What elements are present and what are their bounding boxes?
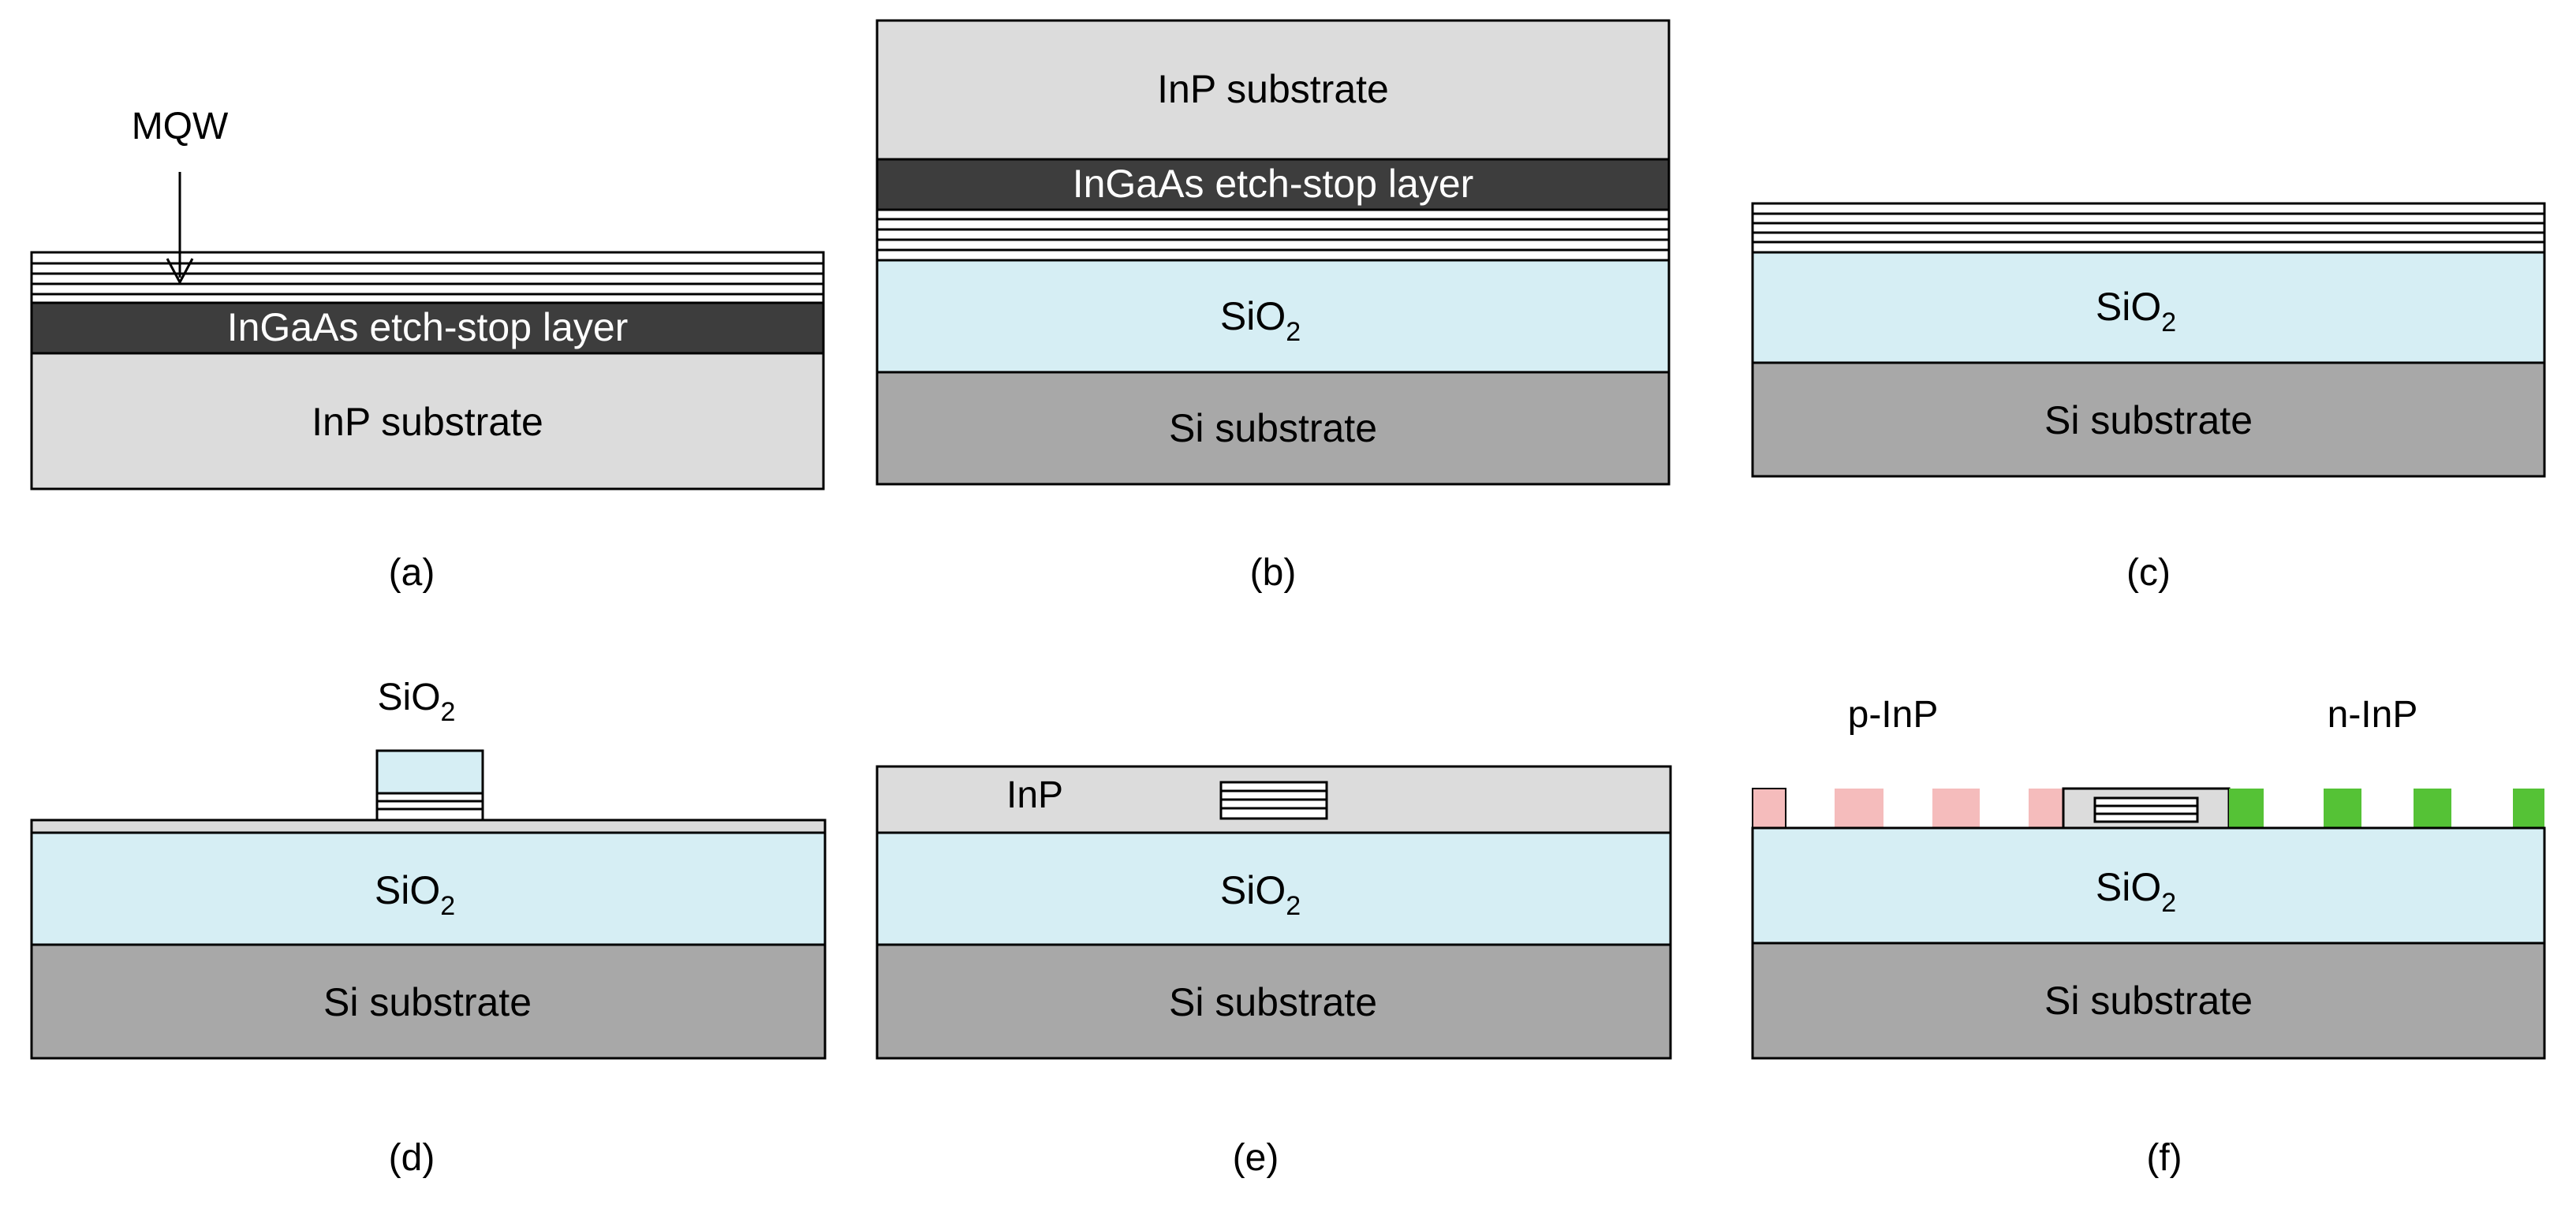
panel-f-p-inp-segment-4 [2029, 789, 2063, 828]
panel-a: InGaAs etch-stop layer InP substrate MQW… [30, 106, 825, 594]
panel-f-p-inp-segment-1 [1752, 788, 1786, 829]
panel-f-p-inp-label: p-InP [1848, 694, 1939, 736]
panel-b-ingaas-layer [875, 158, 1671, 211]
panel-b-mqw-stack [875, 208, 1671, 262]
panel-f-n-inp-label: n-InP [2328, 694, 2418, 736]
panel-d-mask-label: SiO2 [378, 677, 456, 727]
panel-b-sio2-layer [875, 259, 1671, 374]
panel-d-si-label: Si substrate [323, 980, 532, 1024]
panel-b-inp-label: InP substrate [1157, 67, 1389, 111]
panel-c-si-substrate [1751, 361, 2546, 478]
panel-c-sio2-layer [1751, 251, 2546, 364]
panel-a-ingaas-label: InGaAs etch-stop layer [227, 305, 629, 349]
panel-e-caption: (e) [1233, 1137, 1279, 1179]
panel-f-p-inp-segment-2 [1835, 789, 1883, 828]
panel-d-si-substrate [30, 943, 827, 1060]
panel-f: p-InP n-InP SiO2 Si substrate (f) [1751, 694, 2546, 1179]
panel-b: InP substrate InGaAs etch-stop layer SiO… [875, 19, 1671, 594]
panel-d-sio2-mask [375, 749, 484, 795]
panel-b-si-label: Si substrate [1169, 406, 1377, 450]
panel-f-p-inp-segment-3 [1932, 789, 1980, 828]
panel-a-inp-substrate [30, 352, 825, 490]
panel-f-embedded-mqw [2093, 796, 2199, 823]
panel-a-caption: (a) [389, 552, 435, 594]
panel-d-sio2-label: SiO2 [375, 868, 455, 921]
panel-a-mqw-label: MQW [132, 106, 229, 147]
panel-e-sio2-layer [875, 831, 1672, 946]
panel-d-sio2-layer [30, 831, 827, 946]
panel-e-si-substrate [875, 943, 1672, 1060]
panel-f-n-inp-segment-3 [2414, 789, 2451, 828]
panel-d: SiO2 SiO2 Si substrate (d) [30, 677, 827, 1179]
panel-d-mesa-mqw [375, 792, 484, 822]
panel-b-ingaas-label: InGaAs etch-stop layer [1073, 162, 1474, 206]
panel-a-inp-label: InP substrate [312, 400, 543, 444]
panel-c-sio2-label: SiO2 [2096, 285, 2176, 337]
panel-c-si-label: Si substrate [2044, 398, 2253, 442]
panel-f-si-label: Si substrate [2044, 979, 2253, 1023]
panel-e: InP SiO2 Si substrate (e) [875, 765, 1672, 1179]
panel-b-sio2-label: SiO2 [1220, 294, 1301, 347]
panel-a-mqw-arrowhead [166, 258, 194, 285]
panel-e-si-label: Si substrate [1169, 980, 1377, 1024]
panel-f-sio2-layer [1751, 826, 2546, 945]
panel-f-n-inp-segment-1 [2229, 789, 2264, 828]
panel-f-caption: (f) [2146, 1137, 2182, 1179]
panel-c: SiO2 Si substrate (c) [1751, 202, 2546, 594]
panel-e-inp-label: InP [1006, 774, 1063, 816]
panel-f-sio2-label: SiO2 [2096, 865, 2176, 918]
panel-b-si-substrate [875, 371, 1671, 486]
panel-c-caption: (c) [2126, 552, 2171, 594]
panel-c-mqw-stack [1751, 202, 2546, 254]
panel-e-sio2-label: SiO2 [1220, 868, 1301, 921]
panel-d-thin-layer [30, 819, 827, 834]
panel-b-inp-substrate [875, 19, 1671, 161]
panel-d-caption: (d) [389, 1137, 435, 1179]
panel-f-si-substrate [1751, 942, 2546, 1060]
panel-f-n-inp-segment-4 [2513, 789, 2544, 828]
panel-f-n-inp-segment-2 [2324, 789, 2361, 828]
panel-b-caption: (b) [1250, 552, 1297, 594]
